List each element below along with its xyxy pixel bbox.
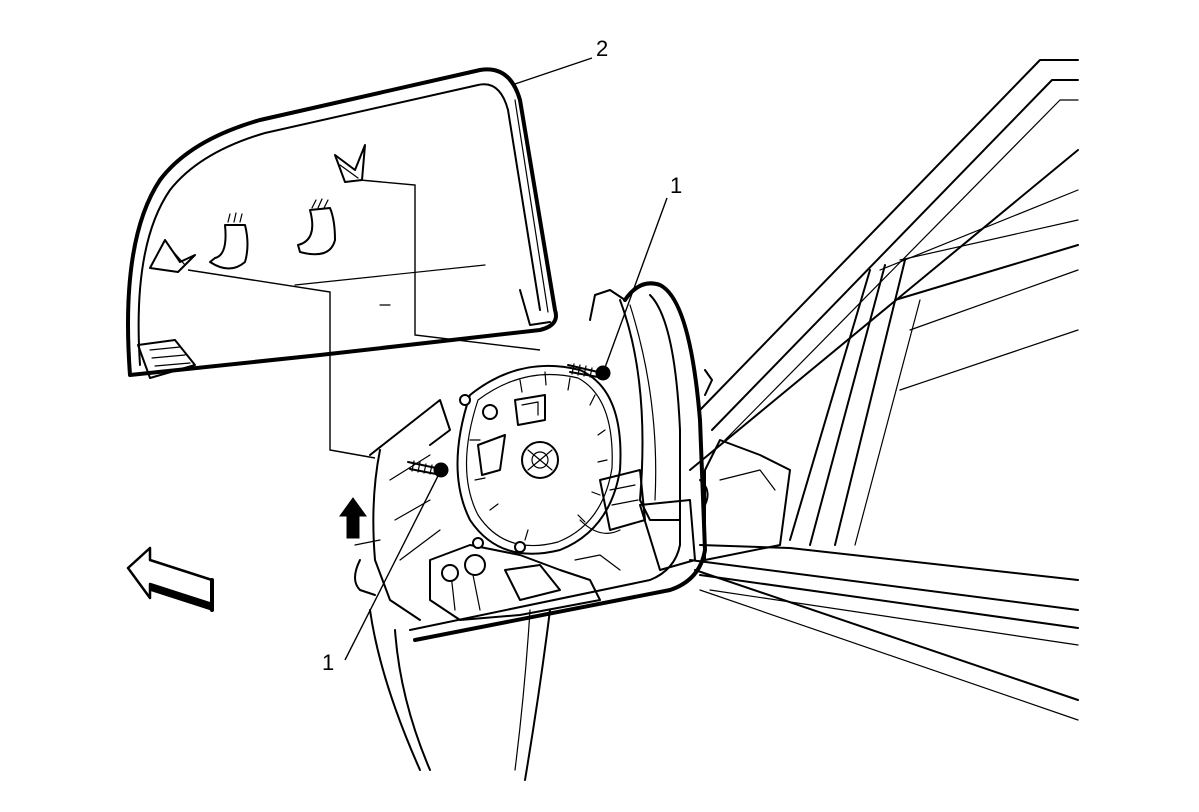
leader-item-1-lower bbox=[344, 469, 442, 661]
screw-lower bbox=[407, 460, 449, 478]
mirror-housing bbox=[354, 281, 713, 781]
door-window-frame bbox=[689, 59, 1079, 721]
solid-up-arrow-icon bbox=[339, 497, 367, 539]
alignment-lines bbox=[187, 179, 541, 459]
callout-label-screw-upper: 1 bbox=[670, 173, 682, 198]
leader-item-2 bbox=[511, 57, 593, 86]
callout-label-mirror-cover: 2 bbox=[596, 36, 608, 61]
callout-leaders bbox=[344, 57, 668, 661]
glass-actuator-disc bbox=[456, 364, 622, 555]
mirror-cover bbox=[126, 67, 558, 379]
leader-item-1-upper bbox=[602, 197, 668, 374]
callout-label-screw-lower: 1 bbox=[322, 650, 334, 675]
hollow-arrow-icon bbox=[126, 546, 214, 612]
